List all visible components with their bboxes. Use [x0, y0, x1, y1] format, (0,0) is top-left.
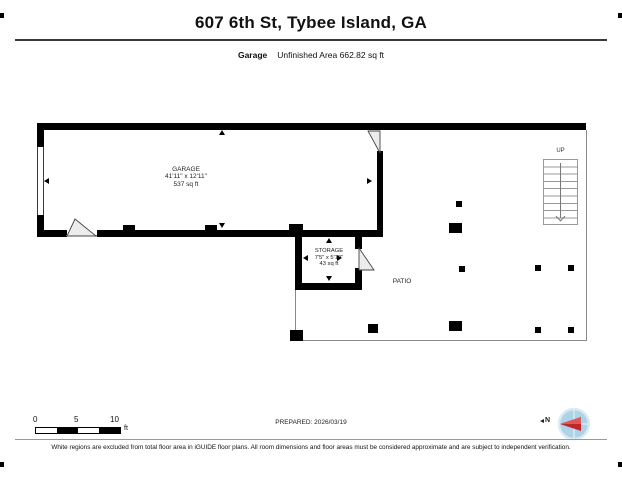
dim-arrow-up [219, 130, 225, 135]
room-name: STORAGE [314, 248, 344, 254]
scale-unit-label: ft [124, 425, 128, 432]
compass-icon [557, 407, 591, 441]
garage-left-wall-upper [37, 123, 44, 148]
room-name: GARAGE [172, 166, 200, 173]
patio-room-label: PATIO [392, 278, 412, 285]
north-indicator: N [540, 417, 550, 424]
dim-arrow-right [367, 178, 372, 184]
dim-arrow-left [303, 255, 308, 261]
edge-mark [618, 13, 622, 18]
corner-pillar [289, 224, 303, 231]
north-label: N [545, 417, 551, 424]
patio-corner-post [290, 330, 303, 341]
storage-door-swing [358, 247, 375, 271]
patio-post [449, 321, 462, 331]
scale-tick-5: 5 [74, 415, 79, 424]
north-arrow-icon [540, 418, 544, 423]
patio-right-boundary [586, 130, 587, 341]
room-area: 537 sq ft [173, 180, 199, 188]
dim-arrow-left [44, 178, 49, 184]
patio-post [456, 201, 462, 207]
stairs-up-label: UP [556, 148, 565, 154]
patio-post [449, 223, 462, 233]
garage-left-wall-lower [37, 215, 44, 237]
storage-right-wall-upper [355, 237, 362, 249]
patio-left-boundary [295, 290, 296, 341]
edge-mark [0, 13, 4, 18]
prepared-date: PREPARED: 2026/03/19 [275, 419, 347, 426]
patio-post [568, 265, 574, 271]
footer-divider [15, 439, 607, 440]
patio-door-swing [367, 130, 381, 154]
patio-bottom-boundary [295, 340, 587, 341]
stairs-direction-line [560, 163, 561, 218]
column-bump [123, 225, 135, 231]
storage-bottom-wall [295, 283, 362, 290]
garage-left-window [37, 147, 44, 216]
storage-room-label: STORAGE 7'5" x 5'10" 43 sq ft [299, 248, 359, 268]
floor-caption: Garage Unfinished Area 662.82 sq ft [0, 50, 622, 60]
edge-mark [0, 462, 4, 467]
patio-post [368, 324, 378, 333]
garage-top-wall [37, 123, 586, 130]
room-area: 43 sq ft [319, 261, 339, 268]
garage-patio-divider-wall [377, 151, 383, 237]
patio-post [535, 265, 541, 271]
scale-bar [35, 427, 121, 434]
garage-bottom-wall-right [97, 230, 383, 237]
garage-room-label: GARAGE 41'11" x 12'11" 537 sq ft [126, 166, 246, 188]
page-title: 607 6th St, Tybee Island, GA [194, 13, 428, 32]
patio-post [459, 266, 465, 272]
storage-left-wall [295, 237, 302, 290]
scale-tick-0: 0 [33, 415, 38, 424]
dim-arrow-down [326, 276, 332, 281]
floor-name: Garage [237, 50, 268, 60]
storage-right-wall-lower [355, 268, 362, 290]
patio-post [568, 327, 574, 333]
disclaimer-text: White regions are excluded from total fl… [51, 444, 571, 451]
room-dims: 7'5" x 5'10" [314, 254, 344, 261]
garage-entry-door-swing [66, 218, 98, 237]
column-bump [205, 225, 217, 231]
dim-arrow-down [219, 223, 225, 228]
floor-area: Unfinished Area 662.82 sq ft [277, 50, 385, 60]
dim-arrow-right [337, 255, 342, 261]
scale-tick-10: 10 [110, 415, 119, 424]
patio-post [535, 327, 541, 333]
garage-bottom-wall-left [37, 230, 67, 237]
edge-mark [618, 462, 622, 467]
room-dims: 41'11" x 12'11" [165, 173, 207, 181]
title-divider [15, 39, 607, 41]
dim-arrow-up [326, 238, 332, 243]
